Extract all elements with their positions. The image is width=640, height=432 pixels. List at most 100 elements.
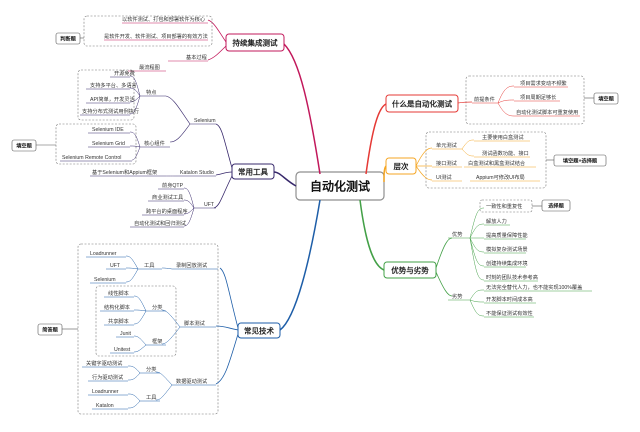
what-premise-1-link — [497, 85, 515, 104]
tools-features-group — [77, 69, 135, 121]
pros-adv-5: 创建持续集成环境 — [486, 259, 528, 267]
tech-record-tool-2: UFT — [110, 263, 121, 269]
pros-adv-1-link — [469, 207, 485, 239]
tools-feature-2: 支持多平台、多语言 — [90, 81, 137, 89]
what-premise-2: 项目周期足够长 — [520, 93, 557, 101]
ci-flow-label: 基本过程 — [186, 53, 207, 61]
ci-title-box[interactable] — [225, 33, 285, 52]
levels-tag: 填空题+选择题 — [563, 157, 598, 165]
branch-line-tools — [273, 171, 297, 187]
levels-row-2-item-1: 白盒测试和黑盒测试结合 — [468, 159, 526, 167]
ci-tag: 判断题 — [60, 35, 76, 43]
levels-row-1-item-1: 主要使用白盒测试 — [482, 133, 524, 141]
tech-data-class-2: 行为驱动测试 — [92, 373, 124, 381]
tech-title-box[interactable] — [237, 322, 281, 339]
branch-line-tech — [279, 199, 321, 331]
pros-adv-4-link — [469, 237, 485, 253]
pros-dis-3-link — [469, 299, 485, 317]
levels-row-1-item-2-link — [461, 148, 475, 157]
tech-branch: 常见技术 录制回放测试 工具 Loadrunner UFT Selenium 脚… — [37, 243, 281, 415]
tools-core-2-link — [129, 145, 141, 148]
tools-tag-box — [11, 139, 37, 152]
tech-script-class-3-link — [133, 310, 147, 325]
center-node[interactable]: 自动化测试 — [295, 171, 385, 201]
ci-line-items — [207, 19, 227, 43]
tools-feature-1: 开源免费 — [114, 69, 135, 77]
tech-script-class-1-link — [133, 295, 147, 312]
tools-branch: 常用工具 Selenium 特点 开源免费 支持多平台、多语言 API简单，开发… — [11, 69, 275, 228]
branch-line-ci — [283, 43, 321, 175]
pros-adv-link — [435, 237, 453, 269]
what-title: 什么是自动化测试 — [392, 99, 452, 109]
tech-data-tool-1: Loadrunner — [92, 389, 119, 395]
what-group — [465, 75, 585, 125]
tech-data-tools-label: 工具 — [146, 394, 156, 401]
center-label: 自动化测试 — [310, 179, 370, 194]
tools-core-group — [55, 123, 137, 165]
pros-dis-1-link — [469, 289, 485, 301]
levels-row-3-item-1: Appium可修改UI布局 — [476, 173, 525, 181]
tools-line-core — [169, 123, 191, 143]
tech-tag-box — [37, 323, 63, 336]
tech-script-class-2-link — [133, 309, 147, 312]
tech-data-class-link — [155, 371, 173, 386]
levels-row-1-item-1-link — [461, 139, 475, 150]
tech-data-class-1-link — [127, 365, 141, 374]
tech-record-tool-2-link — [125, 267, 139, 270]
tools-uft-2-link — [183, 199, 195, 209]
branch-line-what — [365, 103, 387, 175]
tech-data-class-label: 分类 — [146, 365, 156, 373]
tech-record-tool-1-link — [125, 255, 139, 270]
tools-uft-4-link — [183, 207, 195, 227]
what-premise-2-link — [497, 99, 515, 104]
ci-title: 持续集成测试 — [233, 38, 278, 48]
what-title-box[interactable] — [385, 94, 459, 113]
levels-title: 层次 — [394, 161, 409, 171]
tech-record-label: 录制回放测试 — [176, 261, 208, 269]
tools-line-selenium — [215, 123, 233, 169]
what-premise-1: 项目需求变动不频繁 — [520, 79, 567, 87]
tools-features-label: 特点 — [146, 88, 156, 96]
tech-data-class-1: 关键字驱动测试 — [86, 359, 123, 367]
pros-tag-box — [541, 199, 571, 212]
tools-selenium-label: Selenium — [194, 118, 216, 124]
tools-feature-4-link — [129, 95, 141, 115]
pros-dis-label: 劣势 — [452, 292, 462, 300]
what-premise-3: 自动化测试脚本可重复使用 — [516, 108, 578, 116]
tech-script-framework-label: 框架 — [152, 337, 162, 345]
pros-adv-first-group — [479, 199, 533, 213]
pros-adv-4: 模拟复杂测试场景 — [486, 245, 528, 253]
pros-dis-link — [435, 271, 453, 297]
tools-title-box[interactable] — [231, 163, 275, 180]
tools-uft-item-2: 商业测试工具 — [152, 193, 183, 201]
levels-row-2-label: 接口测试 — [436, 159, 458, 167]
tech-script-class-2: 结构化脚本 — [104, 303, 130, 311]
tech-data-tool-2-link — [127, 400, 141, 409]
levels-tag-box — [553, 154, 607, 167]
levels-row-1-item-2: 测试函数功能、接口 — [482, 149, 529, 157]
pros-title-box[interactable] — [383, 261, 437, 279]
what-tag: 填空题 — [598, 95, 614, 103]
ci-item-1: 以软件测试、打包和部署软件为核心 — [122, 15, 205, 23]
tech-record-tool-3: Selenium — [94, 277, 116, 283]
tools-uft-item-1: 前身QTP — [162, 181, 184, 189]
pros-dis-2-link — [469, 299, 485, 303]
pros-adv-5-link — [469, 237, 485, 267]
pros-adv-2-link — [469, 223, 485, 239]
levels-row-1-link — [415, 147, 433, 167]
tech-script-class-label: 分类 — [152, 303, 162, 311]
what-branch: 什么是自动化测试 前提条件 项目需求变动不频繁 项目周期足够长 自动化测试脚本可… — [385, 75, 619, 125]
pros-tag: 选择题 — [548, 202, 564, 210]
tools-core-1: Selenium IDE — [92, 127, 124, 133]
levels-row-3-link — [415, 165, 433, 181]
tech-group — [77, 243, 219, 415]
tools-feature-3: API简单，开发灵活 — [90, 95, 135, 103]
pros-adv-1: 一致性和重复性 — [486, 202, 522, 210]
tools-feature-3-link — [129, 95, 141, 103]
pros-branch: 优势与劣势 优势 一致性和重复性 解放人力 提高质量保障性能 模拟复杂测试场景 … — [383, 199, 592, 318]
tech-record-tool-3-link — [125, 268, 139, 283]
tech-script-framework-2-link — [133, 344, 147, 353]
tools-core-1-link — [129, 131, 141, 148]
tools-line-uft — [213, 175, 233, 209]
